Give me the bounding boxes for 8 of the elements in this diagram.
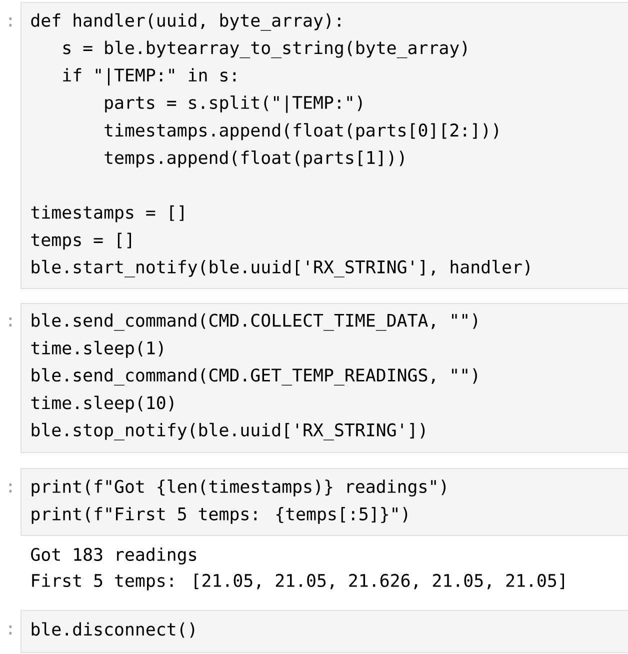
code-cell: ble.disconnect() [20, 610, 628, 653]
output-text: Got 183 readings [31, 548, 196, 564]
code-cell: print(f"Got {len(timestamps)} readings") print(f"First 5 temps: {temps[:5]}") [20, 468, 628, 536]
prompt-marker: : [9, 483, 12, 493]
prompt-marker: : [9, 318, 12, 327]
code-cell: def handler(uuid, byte_array): s = ble.bytearray_to_string(byte_array) if "|TEMP:" in s: parts = s.split("|TEMP:") timestamps.append(float(parts[0][2:])) temps.append(float(parts[1])) timestamps = [] temps = [] ble.start_notify(ble.uuid['RX_STRING'], handler) [20, 2, 628, 289]
output-text: First 5 temps: [21.05, 21.05, 21.626, 21.05, 21.05] [32, 574, 564, 590]
code-cell: ble.send_command(CMD.COLLECT_TIME_DATA, "") time.sleep(1) ble.send_command(CMD.GET_TEMP_READINGS, "") time.sleep(10) ble.stop_notify(ble.uuid['RX_STRING']) [20, 303, 628, 453]
